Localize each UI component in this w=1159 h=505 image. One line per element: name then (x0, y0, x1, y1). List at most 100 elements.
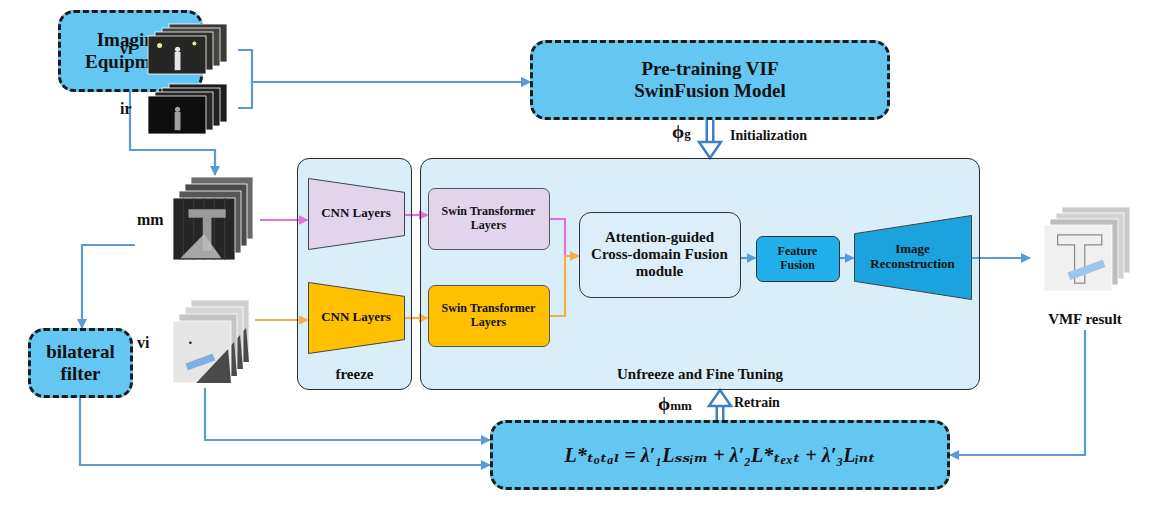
connector (950, 330, 1085, 455)
connector-line (238, 50, 530, 82)
encoder-trapezoid: CNN Layers (308, 282, 405, 354)
connector-line (972, 257, 1031, 259)
image-sheet (173, 198, 235, 260)
connector (238, 82, 530, 108)
process-box: Swin Transformer Layers (428, 285, 550, 347)
scan-line (224, 198, 225, 260)
person-head (175, 107, 180, 112)
connector (405, 215, 428, 216)
image-frame (148, 96, 206, 134)
node-label: freeze (335, 366, 373, 383)
connector-line (550, 219, 579, 256)
connector-line (840, 257, 854, 259)
parameter-label: ϕg (672, 120, 691, 143)
image-sheet (148, 96, 206, 134)
image-frame (148, 36, 206, 74)
connector-line (741, 257, 756, 259)
image-sheet (173, 321, 231, 383)
hollow-arrow-shaft (716, 406, 725, 420)
image-stack-picture (118, 22, 238, 77)
trapezoid-outline (854, 215, 971, 299)
node-label: CNN Layers (321, 310, 391, 325)
image-frame (173, 198, 235, 260)
node-label: bilateral filter (39, 341, 122, 385)
street-light (192, 42, 196, 46)
connector (709, 390, 731, 420)
person-figure (175, 52, 181, 70)
parameter-label-holder: ϕmm (658, 392, 692, 415)
connector-line (80, 398, 490, 465)
tape-strip (1068, 260, 1106, 280)
group-box: freezeCNN LayersCNN Layers (297, 158, 412, 390)
image-stack-picture (118, 82, 238, 137)
dark-triangle (196, 349, 231, 383)
node-label: CNN Layers (321, 206, 391, 221)
trapezoid-outline (308, 178, 404, 249)
model-box: Pre-training VIF SwinFusion Model (530, 40, 890, 120)
parameter-label-holder: ϕg (672, 120, 691, 143)
node-label: ir (120, 100, 132, 118)
edge-label: Retrain (734, 395, 780, 412)
process-box: Feature Fusion (756, 236, 840, 282)
hollow-arrow-inner (718, 406, 722, 420)
connector (80, 398, 490, 465)
node-label: Image Reconstruction (861, 242, 965, 272)
triangle-shape (180, 234, 221, 258)
connector (205, 388, 490, 440)
tape-strip (185, 353, 215, 370)
connector-line (260, 219, 308, 221)
connector (255, 320, 308, 321)
decoder-trapezoid: Image Reconstruction (854, 215, 972, 300)
connector-line (238, 82, 530, 108)
street-light (157, 43, 162, 48)
connector (405, 318, 428, 319)
connector (840, 258, 854, 259)
image-frame (1044, 225, 1112, 291)
process-box: bilateral filter (28, 328, 133, 398)
group-box: Unfreeze and Fine TuningSwin Transformer… (420, 158, 980, 390)
connector (238, 50, 530, 82)
person-head (175, 47, 180, 52)
hollow-arrow-shaft (706, 120, 715, 142)
image-stack: mm (135, 175, 260, 265)
connector (550, 219, 579, 256)
marker-dot (189, 341, 192, 344)
connector (741, 258, 756, 259)
process-box: Swin Transformer Layers (428, 188, 550, 250)
edge-label-holder: Initialization (730, 128, 807, 145)
image-sheet (1044, 225, 1112, 291)
connector-line (950, 330, 1085, 455)
connector-line (255, 319, 308, 321)
connector-line (205, 388, 490, 440)
image-stack: VMF result (1030, 205, 1140, 330)
hollow-arrow-inner (708, 120, 712, 142)
connector-line (405, 214, 428, 216)
edge-label: Initialization (730, 128, 807, 145)
person-figure (175, 112, 181, 130)
image-stack: vi (135, 298, 255, 388)
node-label: Attention-guided Cross-domain Fusion mod… (590, 229, 730, 281)
trapezoid-outline (308, 282, 404, 353)
group-background (297, 158, 412, 390)
connector (972, 258, 1031, 259)
image-frame (173, 321, 231, 383)
connector-line (550, 256, 579, 316)
image-stack: vi (118, 22, 238, 77)
connector-line (130, 92, 215, 175)
loss-box: L*ₜₒₜₐₗ = λ′₁Lₛₛᵢₘ + λ′₂L*ₜₑₓₜ + λ′₃Lᵢₙₜ (490, 420, 950, 490)
scan-line (183, 198, 184, 260)
node-label: vi (120, 40, 132, 58)
hollow-arrow-head (709, 390, 731, 406)
connector (130, 92, 215, 175)
node-label: vi (137, 334, 149, 352)
connector-line (405, 317, 428, 319)
node-label: Feature Fusion (763, 245, 833, 273)
parameter-label: ϕmm (658, 392, 692, 415)
connector (260, 220, 308, 221)
group-background (420, 158, 980, 390)
node-label: Swin Transformer Layers (437, 205, 541, 233)
connector-line (82, 245, 135, 328)
